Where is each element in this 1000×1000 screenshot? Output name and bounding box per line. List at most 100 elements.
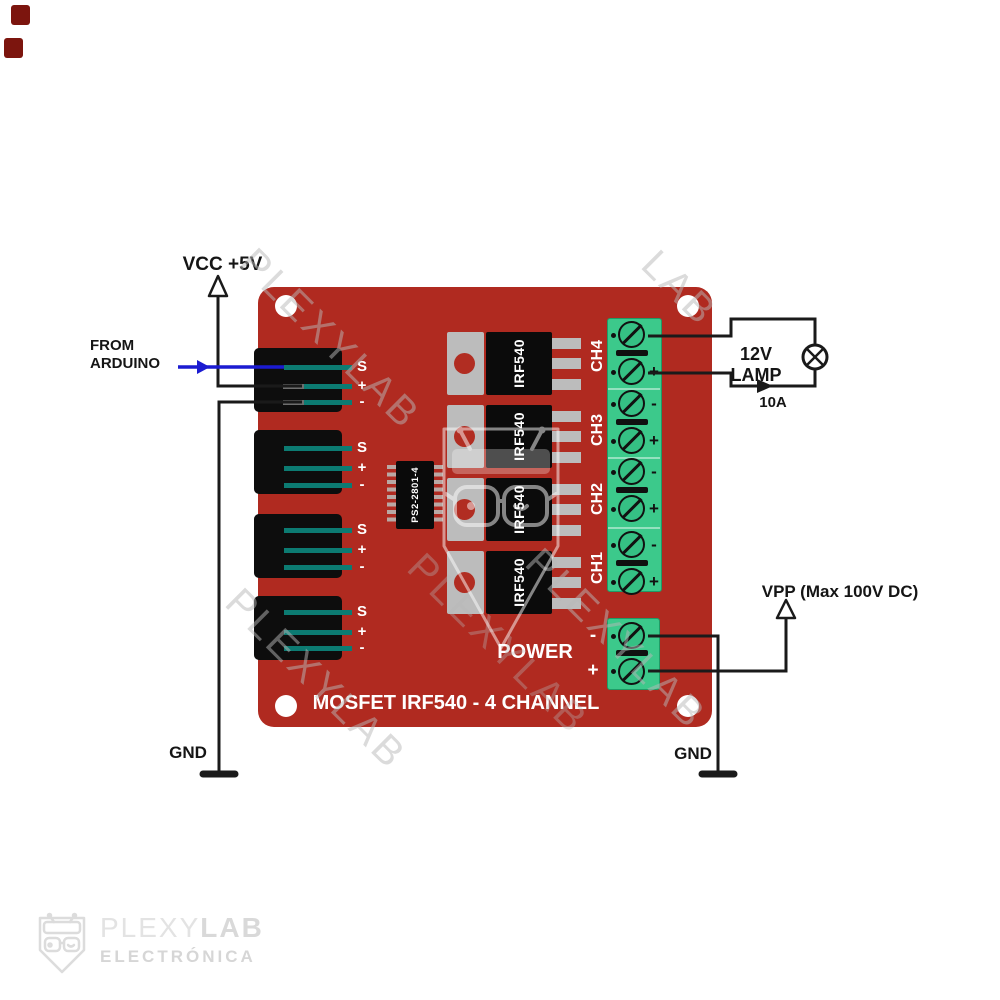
terminal-sign-plus: +	[649, 572, 659, 591]
terminal-sign-minus: -	[651, 325, 657, 344]
vpp-label: VPP (Max 100V DC)	[761, 582, 919, 601]
terminal-dot	[611, 543, 616, 548]
brand-subtitle: ELECTRÓNICA	[100, 947, 256, 966]
terminal-dot	[611, 333, 616, 338]
mosfet-leg	[552, 379, 581, 390]
pin-label-s: S	[356, 358, 367, 375]
mosfet-leg	[552, 598, 581, 609]
mosfet-leg	[552, 338, 581, 349]
signal-trace	[284, 483, 352, 488]
brand-logo: PLEXYLAB ELECTRÓNICA	[36, 912, 264, 976]
pin-label-minus: -	[359, 393, 365, 410]
red-mark-2	[4, 38, 23, 58]
mosfet-label: IRF540	[511, 558, 527, 607]
screw-terminal	[618, 390, 645, 417]
mosfet-1: IRF540	[486, 332, 552, 395]
arduino-wire-arrow	[197, 360, 210, 374]
board-title: MOSFET IRF540 - 4 CHANNEL	[312, 692, 600, 714]
ic-pins-left	[387, 465, 396, 525]
terminal-separator	[608, 388, 660, 390]
pin-label-minus: -	[359, 639, 365, 656]
screw-terminal	[618, 458, 645, 485]
pin-label-s: S	[356, 521, 367, 538]
brand-shield-icon	[38, 912, 86, 974]
screw-terminal	[618, 531, 645, 558]
screw-terminal	[618, 658, 645, 685]
mosfet-leg	[552, 577, 581, 588]
signal-trace	[284, 646, 352, 651]
power-sign-plus: +	[587, 660, 599, 681]
mosfet-leg	[552, 504, 581, 515]
brand-name: PLEXYLAB	[100, 912, 264, 943]
terminal-sign-minus: -	[651, 462, 657, 481]
terminal-separator	[608, 527, 660, 529]
channel-label-ch1: CH1	[589, 551, 606, 584]
terminal-dot	[611, 580, 616, 585]
vcc-arrow	[207, 274, 229, 298]
terminal-sign-minus: -	[651, 535, 657, 554]
mosfet-tab-hole	[454, 499, 475, 520]
wire-stub	[283, 384, 304, 389]
wire-stub	[283, 400, 304, 405]
mosfet-leg	[552, 431, 581, 442]
terminal-sign-plus: +	[649, 431, 659, 450]
signal-trace	[284, 630, 352, 635]
pin-label-minus: -	[359, 476, 365, 493]
mosfet-tab-hole	[454, 426, 475, 447]
signal-trace	[284, 528, 352, 533]
channel-label-ch4: CH4	[589, 339, 606, 372]
mosfet-4: IRF540	[486, 551, 552, 614]
screw-terminal	[618, 495, 645, 522]
signal-trace	[284, 565, 352, 570]
terminal-dot	[611, 507, 616, 512]
terminal-divider	[616, 560, 648, 566]
terminal-dot	[611, 669, 616, 674]
terminal-divider	[616, 487, 648, 493]
screw-terminal	[618, 622, 645, 649]
signal-trace	[284, 548, 352, 553]
mosfet-leg	[552, 452, 581, 463]
lamp-label: 12V LAMP	[730, 344, 782, 385]
mosfet-tab-hole	[454, 353, 475, 374]
mounting-hole-tl	[275, 295, 297, 317]
vcc-label: VCC +5V	[182, 254, 263, 275]
vpp-arrow	[775, 598, 797, 620]
optocoupler-ic: PS2-2801-4	[396, 461, 434, 529]
signal-trace	[284, 610, 352, 615]
terminal-sign-plus: +	[649, 499, 659, 518]
arduino-label: FROM ARDUINO	[90, 337, 160, 372]
ic-pins-right	[434, 465, 443, 525]
power-sign-minus: -	[589, 625, 597, 646]
screw-terminal	[618, 321, 645, 348]
mosfet-label: IRF540	[511, 412, 527, 461]
terminal-dot	[611, 634, 616, 639]
screw-terminal	[618, 427, 645, 454]
screw-terminal	[618, 568, 645, 595]
signal-trace	[284, 384, 352, 389]
mosfet-leg	[552, 411, 581, 422]
mosfet-leg	[552, 557, 581, 568]
terminal-dot	[611, 370, 616, 375]
signal-trace	[284, 446, 352, 451]
screw-terminal	[618, 358, 645, 385]
pin-label-plus: +	[357, 623, 367, 640]
pin-label-plus: +	[357, 459, 367, 476]
gnd-left-label: GND	[169, 743, 207, 762]
terminal-divider	[616, 350, 648, 356]
mounting-hole-br	[677, 695, 699, 717]
current-label: 10A	[759, 394, 787, 411]
terminal-dot	[611, 439, 616, 444]
mosfet-2: IRF540	[486, 405, 552, 468]
signal-trace	[284, 400, 352, 405]
lamp-symbol	[801, 343, 829, 371]
signal-trace	[284, 365, 352, 370]
mosfet-tab-hole	[454, 572, 475, 593]
ic-label: PS2-2801-4	[409, 467, 421, 523]
pin-label-s: S	[356, 439, 367, 456]
terminal-dot	[611, 470, 616, 475]
terminal-divider	[616, 419, 648, 425]
pin-label-s: S	[356, 603, 367, 620]
red-mark-1	[11, 5, 30, 25]
pin-label-plus: +	[357, 377, 367, 394]
